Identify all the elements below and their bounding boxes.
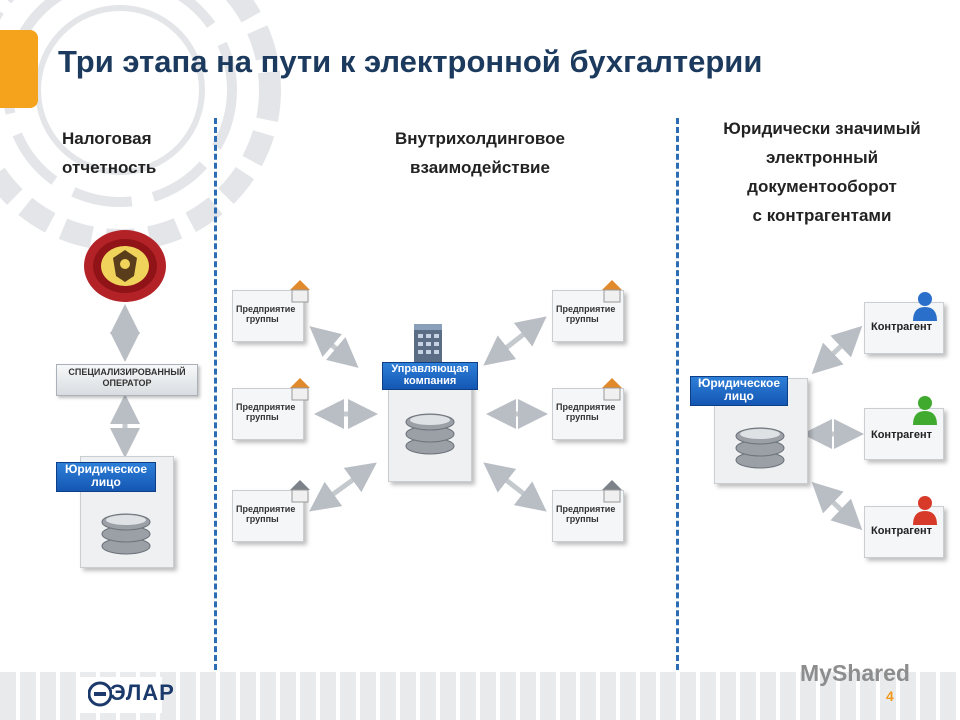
counterparty-label: Контрагент	[871, 429, 933, 441]
heading-legal-edo: Юридически значимый электронный документ…	[692, 114, 952, 230]
elar-logo	[80, 677, 162, 713]
elar-logo-icon	[88, 681, 112, 707]
heading-line: документооборот	[747, 177, 897, 196]
card-line: Предприятие	[236, 304, 296, 314]
heading-line: Налоговая	[62, 129, 152, 148]
card-line: Предприятие	[556, 304, 616, 314]
house-icon	[602, 280, 622, 303]
office-building-icon	[414, 324, 442, 362]
heading-line: взаимодействие	[410, 158, 550, 177]
label-line: Юридическое	[697, 376, 781, 390]
specialized-operator-box: СПЕЦИАЛИЗИРОВАННЫЙ ОПЕРАТОР	[56, 364, 198, 396]
heading-intra-holding: Внутрихолдинговое взаимодействие	[340, 124, 620, 182]
house-icon	[602, 378, 622, 401]
house-icon	[290, 280, 310, 303]
title-accent-bar	[0, 30, 38, 108]
card-line: группы	[566, 314, 599, 324]
house-icon	[602, 480, 622, 503]
management-company-label: Управляющая компания	[382, 362, 478, 390]
person-icon	[913, 292, 937, 321]
legal-entity-label-left: Юридическое лицо	[56, 462, 156, 492]
heading-line: Внутрихолдинговое	[395, 129, 565, 148]
card-line: Предприятие	[236, 504, 296, 514]
myshared-watermark: MyShared	[800, 660, 910, 686]
counterparty-label: Контрагент	[871, 525, 933, 537]
label-line: Юридическое	[64, 462, 148, 476]
column-divider-left	[214, 118, 217, 670]
heading-line: с контрагентами	[752, 206, 892, 225]
card-line: Предприятие	[236, 402, 296, 412]
counterparty-card: Контрагент	[864, 506, 944, 558]
page-number: 4	[886, 688, 894, 704]
card-line: Предприятие	[556, 504, 616, 514]
counterparty-card: Контрагент	[864, 408, 944, 460]
house-icon	[290, 480, 310, 503]
house-icon	[290, 378, 310, 401]
label-line: лицо	[91, 475, 121, 489]
card-line: группы	[246, 412, 279, 422]
counterparty-card: Контрагент	[864, 302, 944, 354]
label-line: компания	[403, 375, 457, 387]
card-line: группы	[246, 314, 279, 324]
operator-line: СПЕЦИАЛИЗИРОВАННЫЙ	[68, 367, 186, 377]
column-divider-right	[676, 118, 679, 670]
label-line: лицо	[724, 389, 754, 403]
database-icon	[735, 427, 785, 469]
fns-emblem-icon	[84, 230, 166, 302]
heading-line: Юридически значимый	[723, 119, 921, 138]
heading-line: отчетность	[62, 158, 157, 177]
card-line: Предприятие	[556, 402, 616, 412]
database-icon	[405, 413, 455, 455]
legal-entity-label-right: Юридическое лицо	[690, 376, 788, 406]
person-icon	[913, 496, 937, 525]
card-line: группы	[566, 514, 599, 524]
person-icon	[913, 396, 937, 425]
operator-line: ОПЕРАТОР	[102, 378, 152, 388]
database-icon	[101, 513, 151, 555]
elar-logo-text: ЭЛАР	[110, 680, 175, 705]
card-line: группы	[246, 514, 279, 524]
label-line: Управляющая	[391, 363, 469, 375]
counterparty-label: Контрагент	[871, 321, 933, 333]
heading-line: электронный	[765, 148, 879, 167]
card-line: группы	[566, 412, 599, 422]
heading-tax-reporting: Налоговая отчетность	[62, 124, 156, 182]
page-title: Три этапа на пути к электронной бухгалте…	[58, 44, 763, 79]
